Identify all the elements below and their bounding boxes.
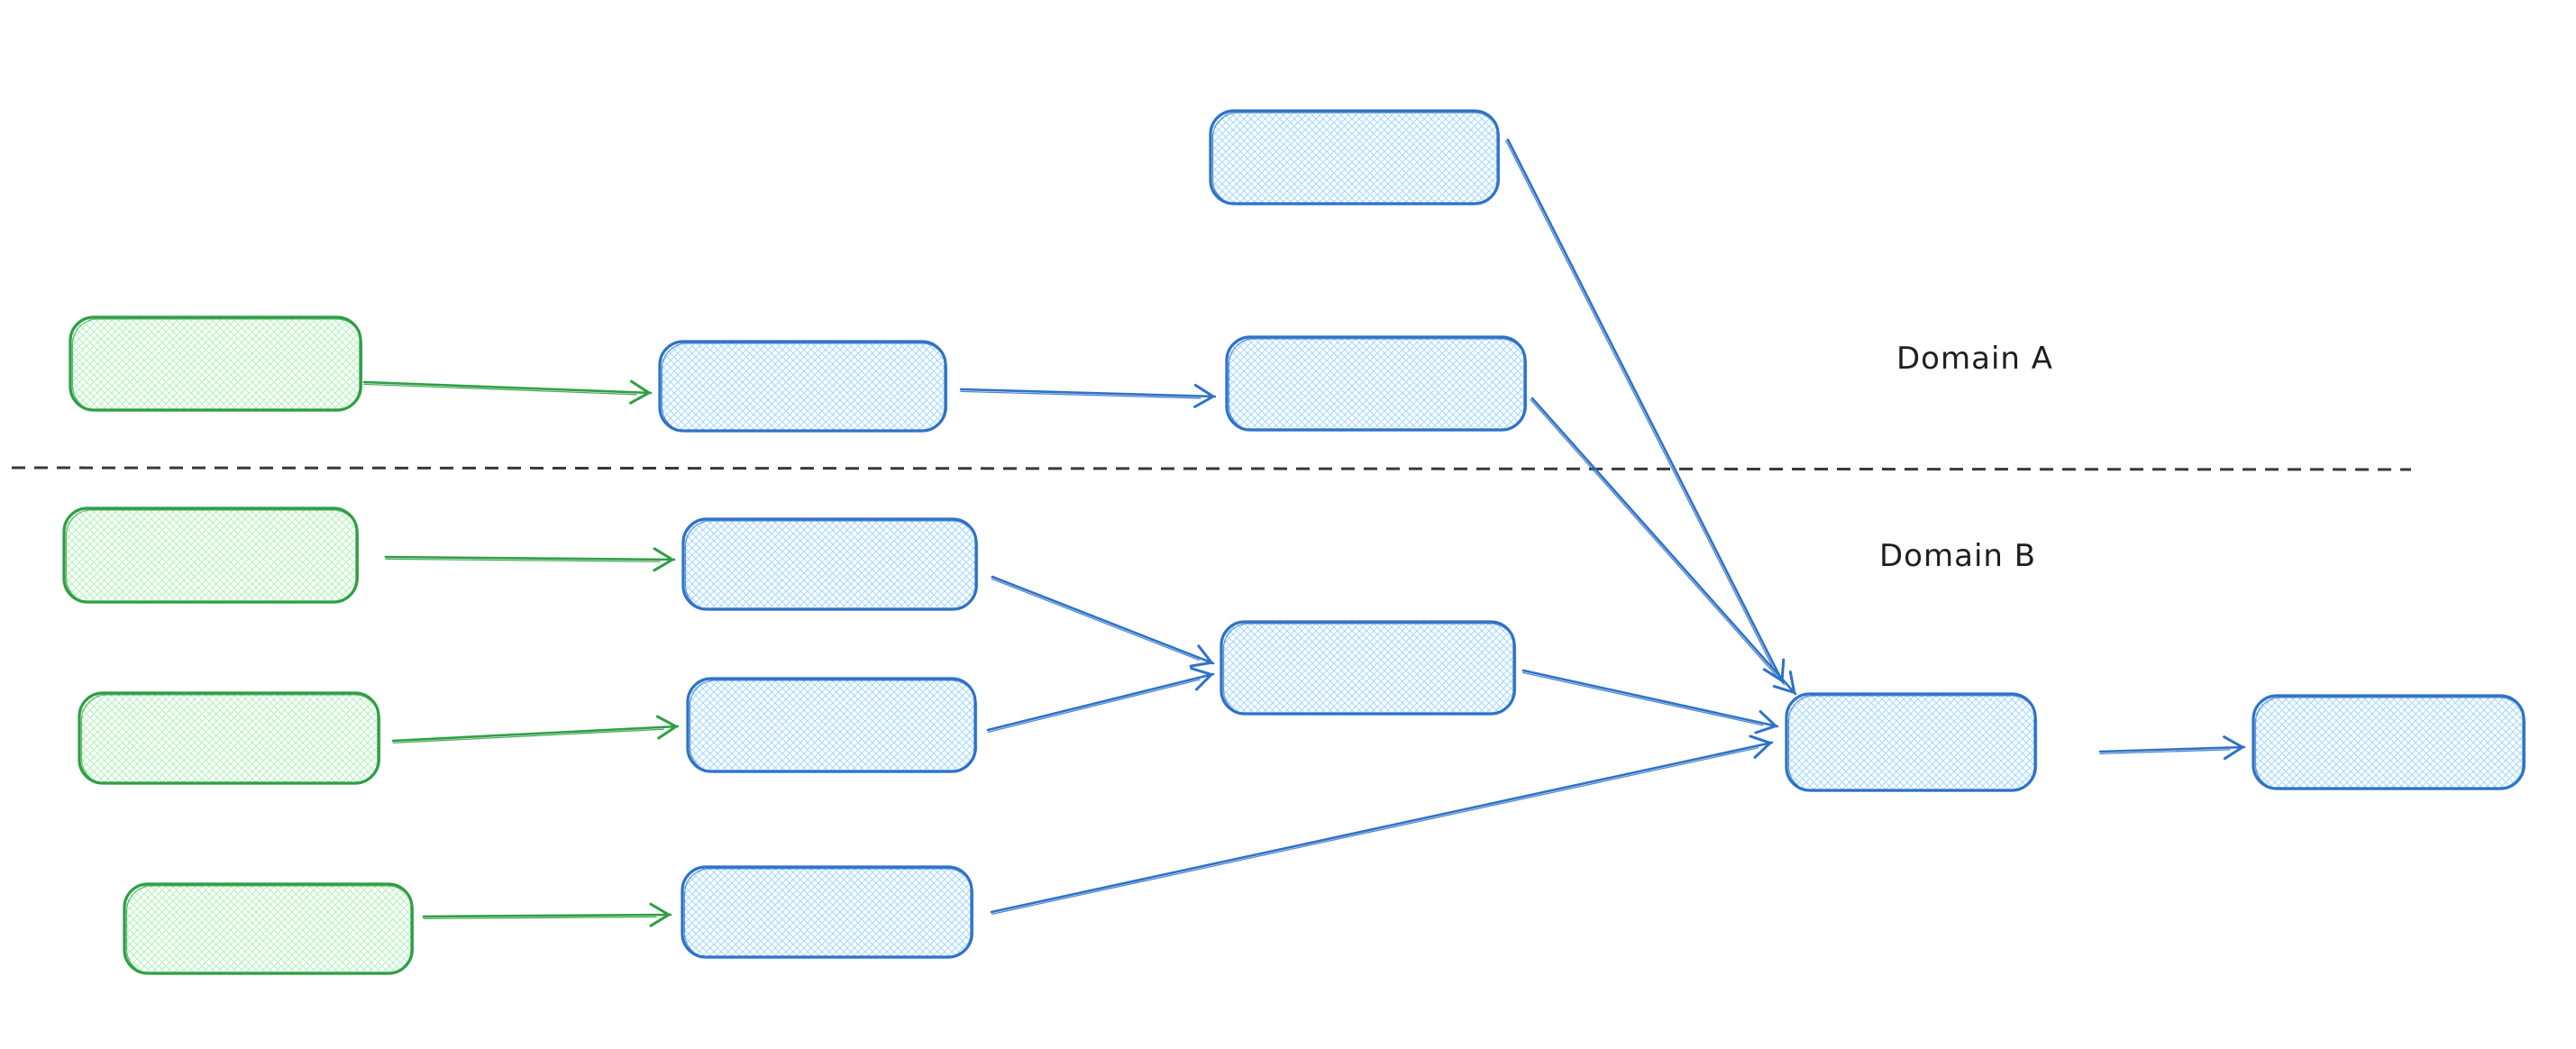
arrow-shaft xyxy=(1506,138,1786,684)
node-stage-b-2 xyxy=(686,677,978,773)
node-box xyxy=(2252,694,2526,790)
edge-stage-b-2-to-merge-b xyxy=(986,667,1215,733)
arrow-shaft-sketch xyxy=(987,679,1201,733)
node-output xyxy=(2252,694,2526,790)
node-box-sketch xyxy=(71,318,363,412)
labels-layer: Domain A Domain B xyxy=(1879,341,2053,574)
node-box xyxy=(1209,109,1500,205)
arrow-shaft-sketch xyxy=(392,728,664,744)
node-box xyxy=(1785,692,2037,792)
node-source-b-2 xyxy=(78,691,381,785)
node-box xyxy=(69,315,362,412)
arrow-shaft xyxy=(1521,669,1779,734)
edge-input-top-to-aggregator xyxy=(1505,138,1786,684)
node-box xyxy=(658,340,947,433)
arrow-shaft xyxy=(990,734,1774,914)
arrow-shaft-sketch xyxy=(363,383,637,396)
arrow-shaft-sketch xyxy=(1505,140,1776,671)
edge-stage-a-2-to-aggregator xyxy=(1530,397,1797,696)
arrow-shaft-sketch xyxy=(385,558,661,562)
arrow-shaft xyxy=(2098,735,2246,761)
node-source-b-1 xyxy=(62,506,360,604)
arrow-shaft-sketch xyxy=(423,916,657,920)
domain-divider-line xyxy=(11,466,2412,471)
arrow-shaft-sketch xyxy=(2099,749,2231,755)
node-box-sketch xyxy=(65,509,360,604)
arrow-shaft xyxy=(959,383,1217,408)
node-input-top xyxy=(1209,109,1501,205)
arrow-shaft xyxy=(391,715,680,743)
edge-stage-a-1-to-stage-a-2 xyxy=(959,383,1217,408)
node-box xyxy=(1225,335,1527,432)
node-box-sketch xyxy=(684,520,979,611)
nodes-layer xyxy=(62,109,2526,975)
node-box xyxy=(62,506,359,604)
node-box xyxy=(78,691,380,785)
arrow-shaft xyxy=(362,379,653,405)
node-source-a xyxy=(69,315,363,412)
edge-stage-b-1-to-merge-b xyxy=(991,575,1215,668)
node-box xyxy=(1219,620,1516,716)
node-stage-a-1 xyxy=(658,340,948,433)
node-box-sketch xyxy=(80,694,381,785)
node-source-b-3 xyxy=(123,882,415,975)
edge-source-b-1-to-stage-b-1 xyxy=(384,547,676,572)
arrow-shaft xyxy=(422,902,672,927)
edge-source-b-3-to-stage-b-3 xyxy=(422,902,672,927)
edge-merge-b-to-aggregator xyxy=(1521,669,1779,734)
node-box-sketch xyxy=(689,680,978,773)
arrow-shaft-sketch xyxy=(991,578,1200,661)
arrow-shaft xyxy=(384,547,676,572)
edge-source-b-2-to-stage-b-2 xyxy=(391,715,680,744)
domain-a-label: Domain A xyxy=(1896,341,2053,377)
arrow-shaft-sketch xyxy=(960,390,1201,399)
arrow-shaft xyxy=(991,575,1215,668)
node-box xyxy=(681,517,978,611)
node-stage-a-2 xyxy=(1225,335,1528,432)
domain-b-label: Domain B xyxy=(1879,538,2036,574)
arrow-shaft-sketch xyxy=(1521,671,1764,726)
node-box-sketch xyxy=(1222,623,1517,716)
node-merge-b xyxy=(1219,620,1517,716)
node-box-sketch xyxy=(661,342,948,433)
node-box xyxy=(123,882,414,975)
node-box-sketch xyxy=(2254,697,2526,790)
node-box-sketch xyxy=(683,868,974,959)
node-box-sketch xyxy=(1787,695,2038,792)
arrow-shaft xyxy=(1530,397,1797,696)
edge-source-a-to-stage-a-1 xyxy=(362,379,653,405)
arrow-shaft-sketch xyxy=(991,747,1759,915)
node-box-sketch xyxy=(1211,112,1501,205)
arrow-shaft xyxy=(986,667,1215,732)
arrow-shaft-sketch xyxy=(1530,398,1786,686)
node-box-sketch xyxy=(125,885,415,975)
edge-aggregator-to-output xyxy=(2098,735,2246,761)
node-box xyxy=(686,677,977,773)
edges-layer xyxy=(11,138,2412,927)
node-box-sketch xyxy=(1228,338,1528,432)
node-stage-b-1 xyxy=(681,517,979,611)
node-aggregator xyxy=(1785,692,2038,792)
node-stage-b-3 xyxy=(681,865,974,959)
edge-stage-b-3-to-aggregator xyxy=(990,734,1774,915)
node-box xyxy=(681,865,973,959)
